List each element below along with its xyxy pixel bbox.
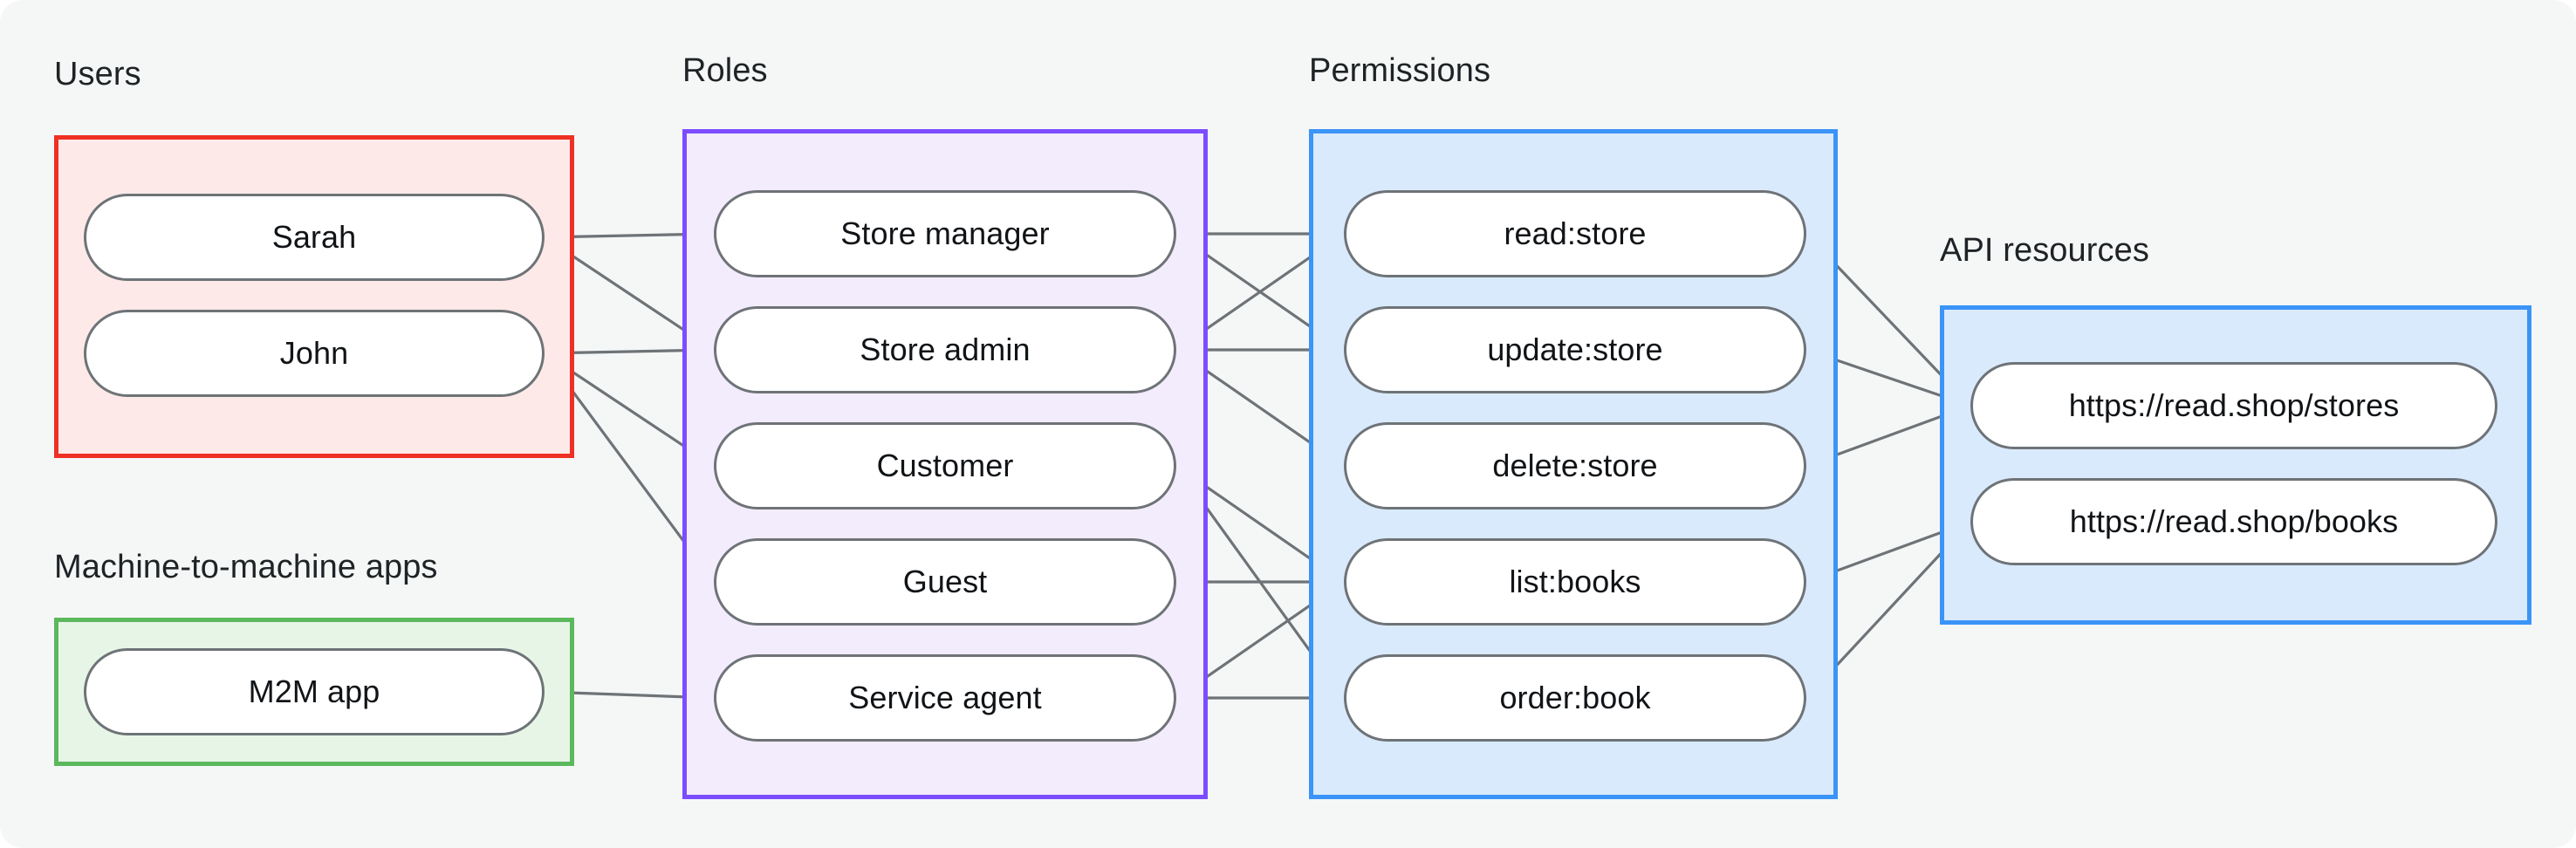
node-store-admin[interactable]: Store admin	[714, 306, 1176, 393]
node-label: https://read.shop/stores	[2068, 387, 2400, 423]
node-label: Service agent	[848, 680, 1042, 715]
node-customer[interactable]: Customer	[714, 422, 1176, 509]
node-label: Store manager	[840, 215, 1050, 251]
node-read-store[interactable]: read:store	[1344, 190, 1806, 277]
node-label: Customer	[876, 448, 1014, 483]
node-update-store[interactable]: update:store	[1344, 306, 1806, 393]
node-guest[interactable]: Guest	[714, 538, 1176, 626]
node-label: update:store	[1487, 332, 1663, 367]
node-order-book[interactable]: order:book	[1344, 654, 1806, 742]
node-m2m-app[interactable]: M2M app	[84, 648, 545, 735]
group-box-users	[54, 135, 574, 458]
group-box-resources	[1940, 305, 2531, 625]
node-label: Sarah	[271, 219, 357, 255]
node-list-books[interactable]: list:books	[1344, 538, 1806, 626]
node-john[interactable]: John	[84, 310, 545, 397]
group-label-users: Users	[54, 56, 141, 92]
node-label: Guest	[902, 564, 988, 599]
node-res-books[interactable]: https://read.shop/books	[1970, 478, 2497, 565]
node-label: read:store	[1504, 215, 1647, 251]
node-label: Store admin	[860, 332, 1031, 367]
node-label: https://read.shop/books	[2069, 503, 2399, 539]
node-res-stores[interactable]: https://read.shop/stores	[1970, 362, 2497, 449]
node-label: order:book	[1499, 680, 1651, 715]
node-label: list:books	[1509, 564, 1641, 599]
node-delete-store[interactable]: delete:store	[1344, 422, 1806, 509]
group-label-permissions: Permissions	[1309, 52, 1491, 89]
group-label-m2m: Machine-to-machine apps	[54, 549, 438, 585]
node-label: John	[279, 335, 349, 371]
node-store-manager[interactable]: Store manager	[714, 190, 1176, 277]
node-service-agent[interactable]: Service agent	[714, 654, 1176, 742]
node-label: delete:store	[1492, 448, 1658, 483]
node-sarah[interactable]: Sarah	[84, 194, 545, 281]
group-label-roles: Roles	[682, 52, 768, 89]
node-label: M2M app	[248, 674, 380, 709]
group-label-resources: API resources	[1940, 232, 2149, 269]
